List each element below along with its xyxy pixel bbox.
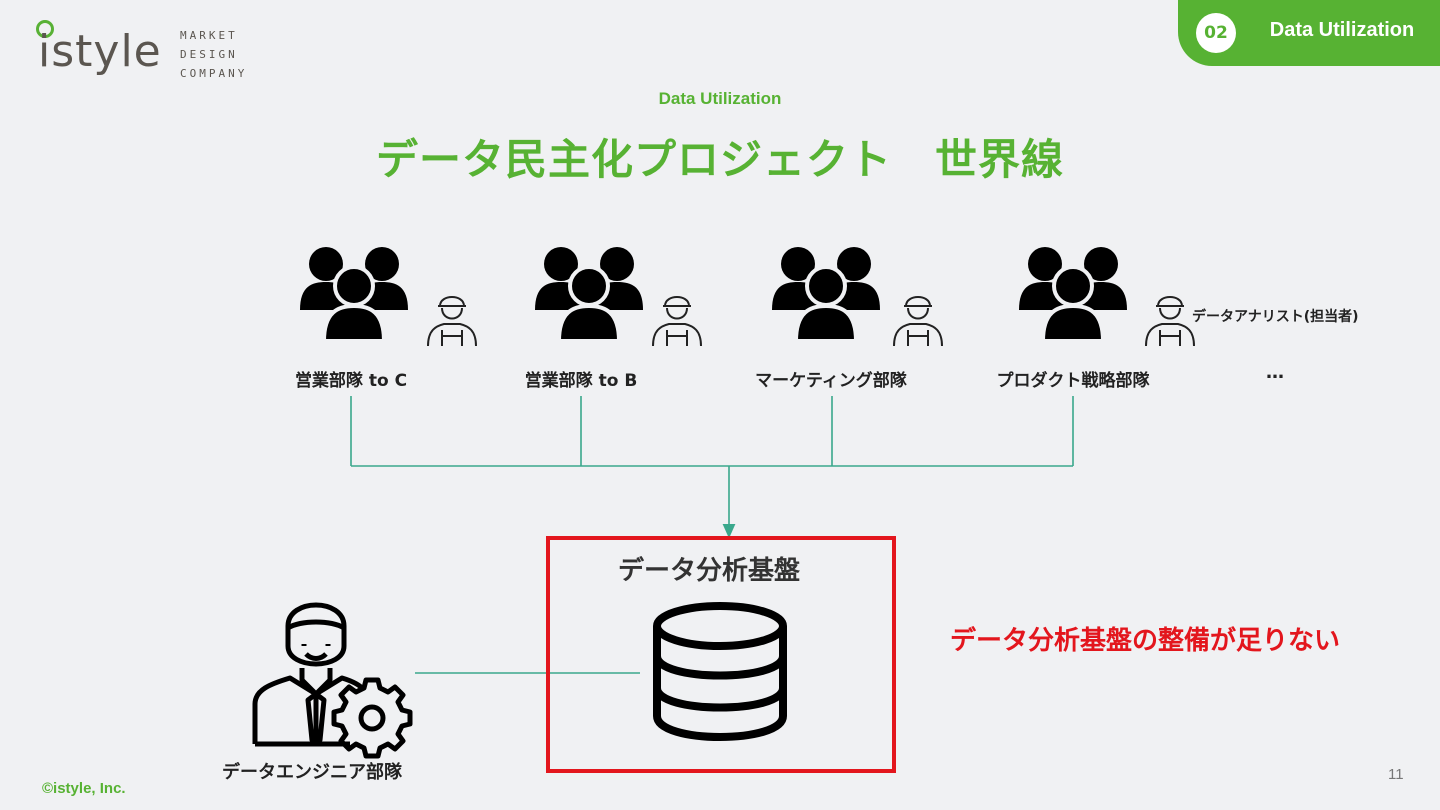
- logo-subtext: MARKET DESIGN COMPANY: [180, 26, 247, 83]
- group-icon: [298, 245, 410, 343]
- group-icon: [533, 245, 645, 343]
- database-icon: [653, 602, 787, 741]
- copyright: ©istyle, Inc.: [42, 780, 126, 797]
- engineer-label: データエンジニア部隊: [222, 762, 402, 783]
- group-icon: [770, 245, 882, 343]
- logo-sub-line: COMPANY: [180, 67, 248, 80]
- page-subtitle: Data Utilization: [658, 89, 782, 108]
- logo-sub-line: MARKET: [180, 29, 238, 42]
- platform-label: データ分析基盤: [617, 556, 800, 586]
- worker-icon: [427, 296, 477, 347]
- logo-wordmark: istyle: [38, 26, 162, 77]
- more-ellipsis: …: [1266, 362, 1284, 383]
- group-icon: [1017, 245, 1129, 343]
- analyst-label: データアナリスト(担当者): [1192, 309, 1359, 325]
- dept-label-product: プロダクト戦略部隊: [996, 371, 1150, 391]
- logo-sub-line: DESIGN: [180, 48, 238, 61]
- connector-lines: [350, 396, 1074, 674]
- dept-label-sales-c: 営業部隊 to C: [294, 371, 408, 391]
- page-title: データ民主化プロジェクト 世界線: [375, 135, 1064, 184]
- warning-text: データ分析基盤の整備が足りない: [950, 626, 1341, 656]
- engineer-icon: [252, 602, 366, 747]
- page-number: 11: [1388, 766, 1404, 783]
- worker-icon: [652, 296, 702, 347]
- worker-icon: [1145, 296, 1195, 347]
- platform-highlight-box: [546, 536, 896, 773]
- section-number: 02: [1196, 13, 1236, 53]
- dept-label-sales-b: 営業部隊 to B: [524, 371, 638, 391]
- section-label: Data Utilization: [1269, 19, 1415, 41]
- worker-icon: [893, 296, 943, 347]
- logo-dot-icon: [36, 20, 54, 38]
- gear-icon: [331, 677, 413, 759]
- dept-label-marketing: マーケティング部隊: [755, 371, 907, 391]
